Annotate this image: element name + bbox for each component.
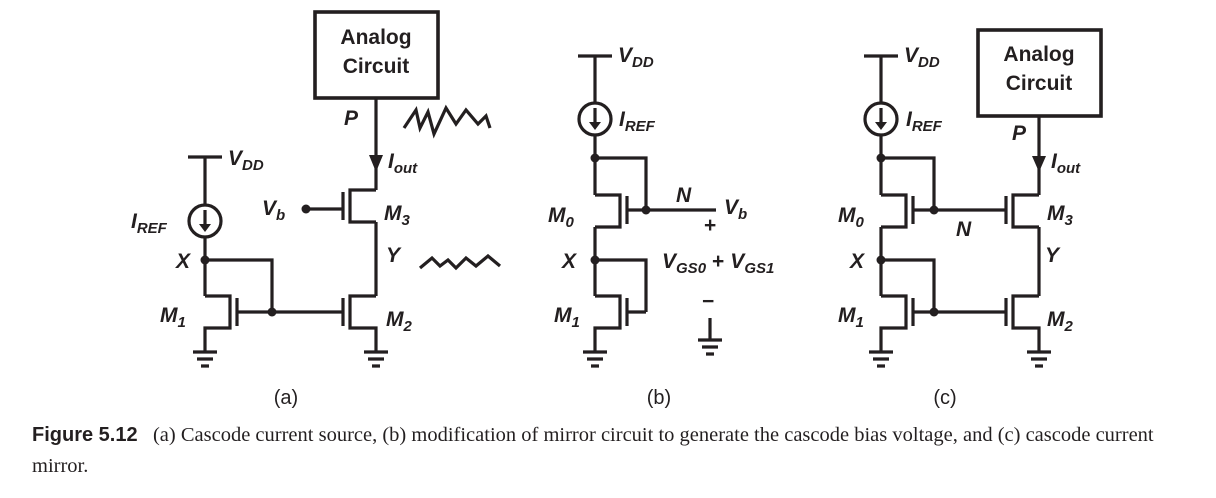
panel-b: VDD IREF N + Vb M0 X M1 VGS0+VGS1 − (b) [548, 44, 774, 409]
node-p-a: P [344, 107, 359, 130]
node-n-b: N [676, 184, 692, 207]
m3-channel-a [348, 188, 376, 224]
m2-channel-c [1011, 294, 1041, 352]
diode-wire-m1-b [595, 258, 648, 312]
vgs-label-b: VGS0+VGS1 [662, 250, 774, 277]
m1-label-a: M1 [160, 304, 186, 331]
minus-b: − [702, 290, 714, 313]
ground-m1-b [583, 350, 607, 368]
vb-dot-a [301, 204, 311, 214]
panel-a: Analog Circuit P Iout Vb M3 Y M2 VDD [131, 10, 502, 409]
vdd-label-b: VDD [618, 44, 654, 71]
m0-channel-b [595, 193, 622, 229]
zigzag-large-a [402, 104, 492, 139]
diode-wire-m0-b [595, 156, 648, 210]
ground-m2-a [364, 350, 388, 368]
cs-arrow-head-a [199, 224, 211, 232]
node-y-a: Y [386, 244, 402, 267]
node-n-c: N [956, 218, 972, 241]
cs-arrow-head-b [589, 122, 601, 130]
box-label-c-line2: Circuit [1006, 72, 1073, 95]
gate-dot-a [267, 307, 277, 317]
m0-label-c: M0 [838, 204, 865, 231]
node-y-c: Y [1045, 244, 1061, 267]
panel-tag-a: (a) [274, 387, 298, 409]
plus-top-b: + [704, 214, 716, 237]
box-label-a-line1: Analog [340, 26, 411, 49]
diode-wire-a [205, 258, 274, 312]
ground-m1-a [193, 350, 217, 368]
panel-c: Analog Circuit P Iout VDD IREF N M0 M3 X [838, 28, 1103, 409]
panel-tag-b: (b) [647, 387, 671, 409]
iref-label-a: IREF [131, 210, 168, 237]
node-x-b: X [561, 250, 578, 273]
m3-label-c: M3 [1047, 202, 1074, 229]
iout-label-c: Iout [1051, 150, 1081, 177]
m1-channel-a [203, 294, 232, 352]
box-label-a-line2: Circuit [343, 55, 410, 78]
vb-label-a: Vb [262, 197, 285, 224]
iref-label-b: IREF [619, 108, 656, 135]
m3-channel-c [1011, 193, 1039, 229]
vdd-label-c: VDD [904, 44, 940, 71]
m2-channel-a [348, 294, 378, 352]
m1-label-b: M1 [554, 304, 580, 331]
m3-label-a: M3 [384, 202, 411, 229]
vdd-label-a: VDD [228, 147, 264, 174]
diode-wire-m1-c [881, 258, 936, 312]
figure-caption: Figure 5.12 (a) Cascode current source, … [32, 420, 1192, 482]
gate-dot-c [929, 307, 939, 317]
m1-label-c: M1 [838, 304, 864, 331]
panel-tag-c: (c) [933, 387, 956, 409]
n-dot-c [929, 205, 939, 215]
iout-label-a: Iout [388, 150, 418, 177]
ground-ref-b [698, 338, 722, 356]
m0-label-b: M0 [548, 204, 575, 231]
zigzag-small-a [418, 253, 502, 271]
iout-arrow-a [369, 155, 383, 172]
iref-label-c: IREF [906, 108, 943, 135]
caption-text: (a) Cascode current source, (b) modifica… [32, 424, 1154, 477]
iout-arrow-c [1032, 156, 1046, 172]
ground-m1-c [869, 350, 893, 368]
m2-label-c: M2 [1047, 308, 1074, 335]
circuit-diagram: Analog Circuit P Iout Vb M3 Y M2 VDD [131, 10, 1103, 409]
n-dot-b [641, 205, 651, 215]
m1-channel-c [879, 294, 908, 352]
figure-number: Figure 5.12 [32, 424, 138, 446]
diode-wire-m0-c [881, 156, 936, 210]
vb-label-b: Vb [724, 196, 747, 223]
box-label-c-line1: Analog [1003, 43, 1074, 66]
m0-channel-c [881, 193, 908, 229]
node-p-c: P [1012, 122, 1027, 145]
node-x-c: X [849, 250, 866, 273]
m2-label-a: M2 [386, 308, 413, 335]
node-x-a: X [175, 250, 192, 273]
ground-m2-c [1027, 350, 1051, 368]
m1-channel-b [593, 294, 622, 352]
cs-arrow-head-c [875, 122, 887, 130]
